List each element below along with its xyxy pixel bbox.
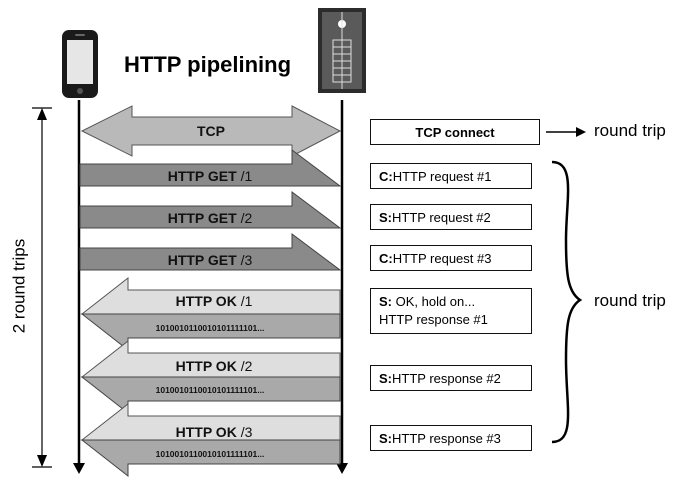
http-ok-3-label: HTTP OK /3	[176, 424, 253, 440]
server-rack-icon	[318, 8, 366, 93]
smartphone-icon	[62, 30, 98, 98]
tcp-label: TCP	[197, 123, 225, 139]
http-ok-1-label: HTTP OK /1	[176, 293, 253, 309]
http-ok-1-payload: 1010010110010101111101...	[156, 323, 265, 333]
http-ok-2-label: HTTP OK /2	[176, 358, 253, 374]
round-trip-label-brace: round trip	[594, 291, 666, 310]
http-get-1-arrow: HTTP GET /1	[79, 149, 342, 187]
note-tcp-connect: TCP connect	[370, 119, 540, 145]
http-ok-3-arrow: HTTP OK /3 1010010110010101111101...	[80, 402, 341, 477]
http-ok-1-arrow: HTTP OK /1 1010010110010101111101...	[80, 276, 341, 352]
round-trip-label-top: round trip	[594, 121, 666, 140]
note-response-1: S: OK, hold on... HTTP response #1	[370, 288, 532, 334]
http-ok-2-payload: 1010010110010101111101...	[156, 385, 265, 395]
http-get-2-label: HTTP GET /2	[168, 210, 253, 226]
tcp-handshake-arrow: TCP	[80, 105, 342, 157]
client-timeline	[73, 100, 85, 474]
http-ok-2-arrow: HTTP OK /2 1010010110010101111101...	[80, 339, 341, 415]
round-trip-brace	[551, 160, 583, 444]
two-round-trips-label: 2 round trips	[9, 238, 29, 334]
diagram-title: HTTP pipelining	[124, 52, 292, 77]
http-ok-3-payload: 1010010110010101111101...	[156, 449, 265, 459]
two-round-trips-bracket	[32, 107, 52, 468]
note-response-3: S: HTTP response #3	[370, 425, 532, 451]
note-request-2: S: HTTP request #2	[370, 204, 532, 230]
http-get-1-label: HTTP GET /1	[168, 168, 253, 184]
note-request-3: C: HTTP request #3	[370, 245, 532, 271]
server-timeline	[336, 100, 348, 474]
note-request-1: C: HTTP request #1	[370, 163, 532, 189]
http-get-2-arrow: HTTP GET /2	[79, 191, 342, 229]
http-get-3-label: HTTP GET /3	[168, 252, 253, 268]
note-response-2: S: HTTP response #2	[370, 365, 532, 391]
http-get-3-arrow: HTTP GET /3	[79, 233, 342, 271]
round-trip-pointer-arrow	[546, 127, 586, 137]
